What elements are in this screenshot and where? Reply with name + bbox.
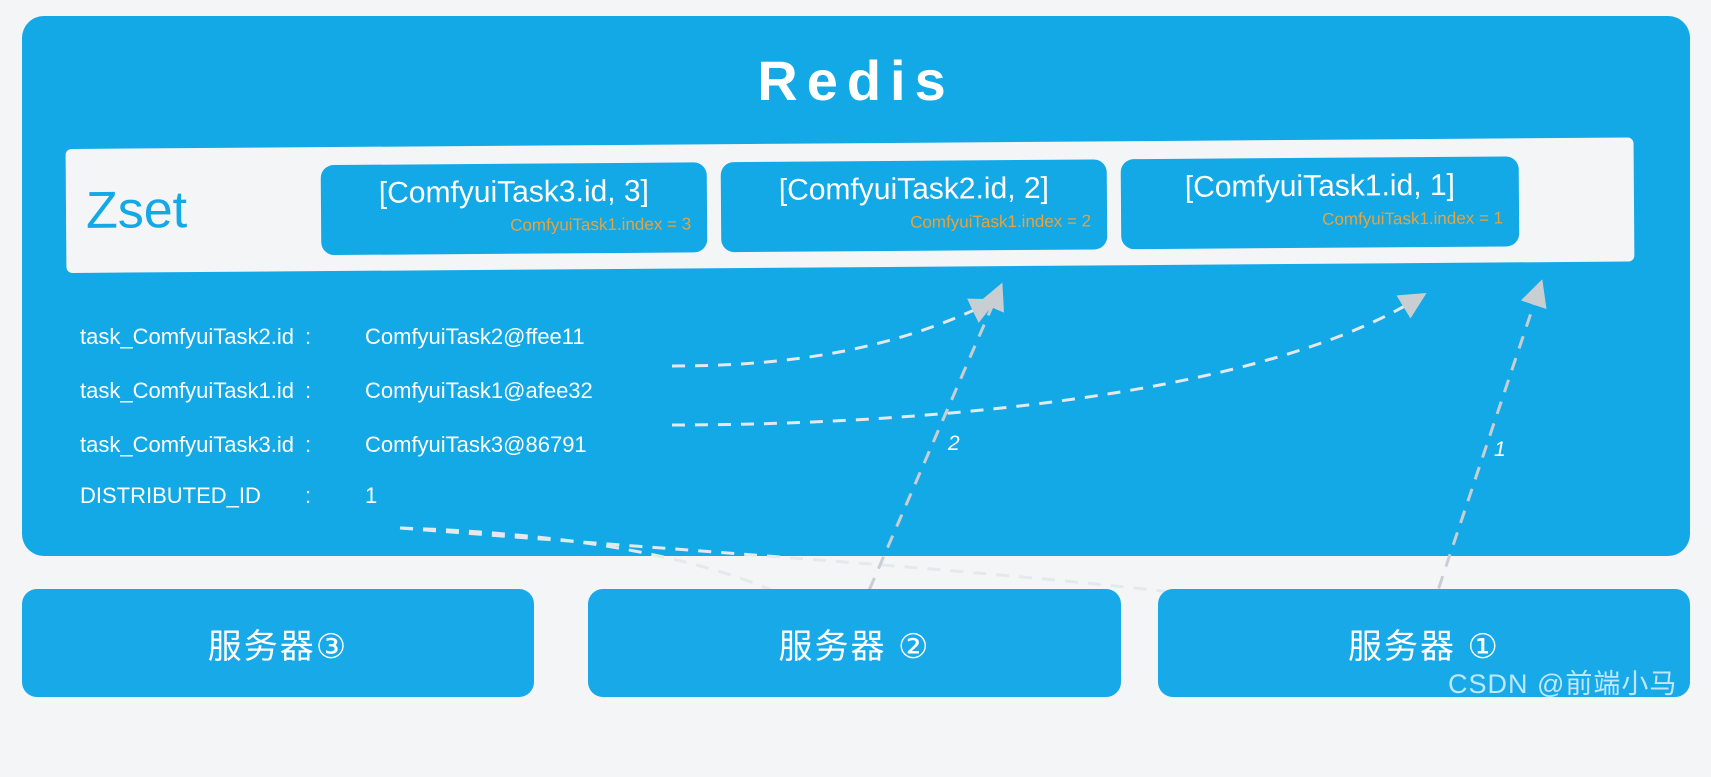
zset-card[interactable]: [ComfyuiTask1.id, 1] ComfyuiTask1.index … <box>1120 156 1520 250</box>
zset-card[interactable]: [ComfyuiTask3.id, 3] ComfyuiTask1.index … <box>320 162 708 256</box>
kv-value: ComfyuiTask2@ffee11 <box>365 324 585 349</box>
kv-key: task_ComfyuiTask2.id <box>80 324 294 349</box>
kv-separator: : <box>305 324 312 349</box>
kv-separator: : <box>305 432 312 457</box>
kv-value: ComfyuiTask3@86791 <box>365 432 587 457</box>
arrow-label-1: 1 <box>1494 438 1506 461</box>
list-item: task_ComfyuiTask3.id : ComfyuiTask3@8679… <box>80 418 700 472</box>
zset-card-index: ComfyuiTask1.index = 1 <box>1322 208 1504 229</box>
kv-value: ComfyuiTask1@afee32 <box>365 378 593 403</box>
redis-key-value-list: task_ComfyuiTask2.id : ComfyuiTask2@ffee… <box>80 310 700 520</box>
list-item: DISTRIBUTED_ID : 1 <box>80 472 700 520</box>
list-item: task_ComfyuiTask1.id : ComfyuiTask1@afee… <box>80 364 700 418</box>
kv-key: task_ComfyuiTask3.id <box>80 432 294 457</box>
arrow-label-2: 2 <box>948 432 960 455</box>
server-box-1[interactable]: 服务器 ① <box>1158 589 1690 697</box>
zset-label: Zset <box>85 181 188 240</box>
zset-card-title: [ComfyuiTask1.id, 1] <box>1184 168 1456 204</box>
kv-value: 1 <box>365 483 378 508</box>
zset-card-title: [ComfyuiTask3.id, 3] <box>378 174 650 210</box>
zset-card[interactable]: [ComfyuiTask2.id, 2] ComfyuiTask1.index … <box>720 159 1108 253</box>
kv-key: DISTRIBUTED_ID <box>80 483 261 508</box>
kv-separator: : <box>305 378 312 403</box>
kv-separator: : <box>305 483 312 508</box>
zset-card-index: ComfyuiTask1.index = 3 <box>510 214 692 235</box>
kv-key: task_ComfyuiTask1.id <box>80 378 294 403</box>
zset-band-content: Zset [ComfyuiTask3.id, 3] ComfyuiTask1.i… <box>66 138 1635 273</box>
server-box-2[interactable]: 服务器 ② <box>588 589 1121 697</box>
zset-card-title: [ComfyuiTask2.id, 2] <box>778 171 1050 207</box>
list-item: task_ComfyuiTask2.id : ComfyuiTask2@ffee… <box>80 310 700 364</box>
server-box-3[interactable]: 服务器③ <box>22 589 534 697</box>
zset-card-index: ComfyuiTask1.index = 2 <box>910 211 1092 232</box>
watermark: CSDN @前端小马 <box>1448 669 1678 699</box>
page-title: Redis <box>757 49 955 112</box>
